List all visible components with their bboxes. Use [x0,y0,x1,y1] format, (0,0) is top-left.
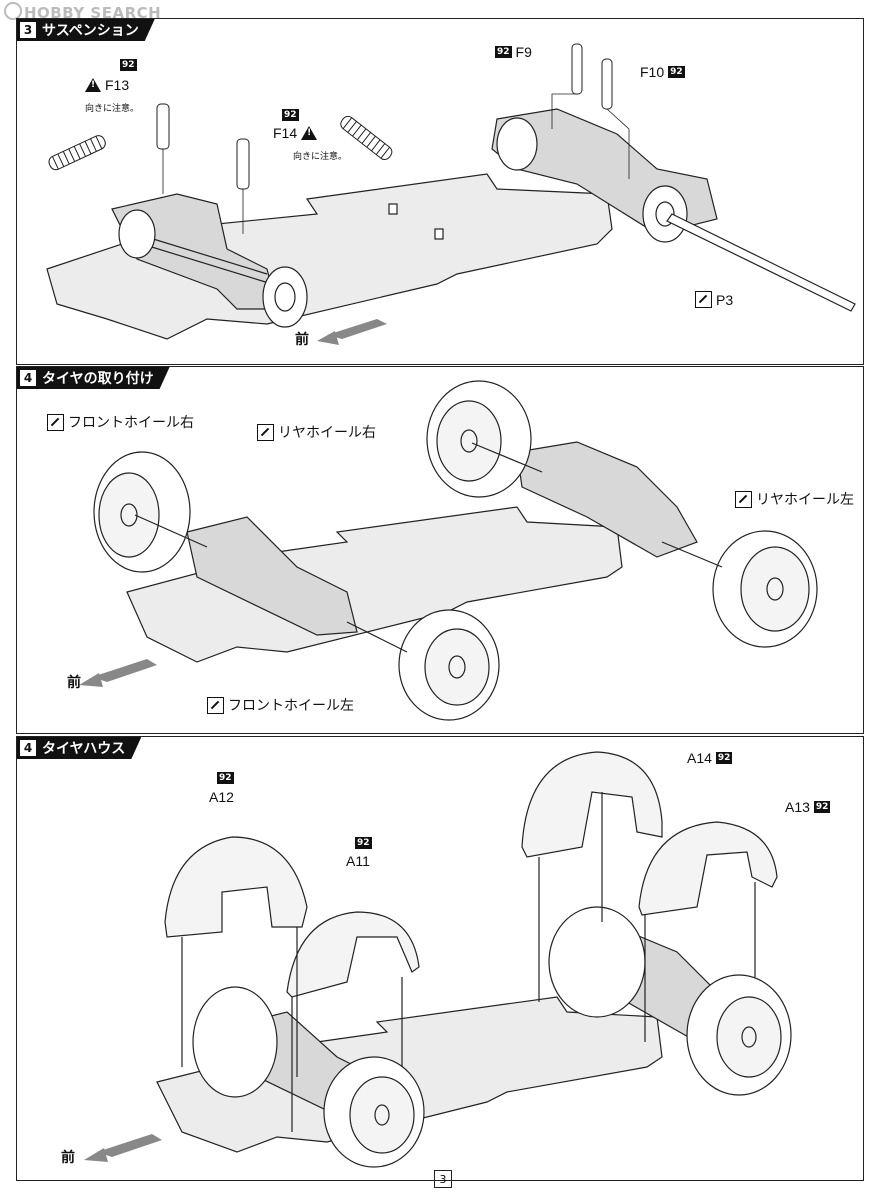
step-title: サスペンション [42,23,139,39]
front-wheel-right-text: フロントホイール右 [68,414,194,430]
tire-house-illustration [84,751,792,1168]
step-header: 4 タイヤの取り付け [17,367,170,389]
front-direction-label: 前 [61,1150,75,1166]
paint-code-badge: 92 [217,772,234,784]
part-a13-text: A13 [785,799,810,815]
paint-code-badge: 92 [355,837,372,849]
front-wheel-left-label: フロントホイール左 [207,695,354,715]
part-f14-label: F14 [273,125,318,141]
step-4-tire-house-panel: 4 タイヤハウス [16,736,864,1181]
step-number: 4 [20,740,36,756]
front-wheel-right-label: フロントホイール右 [47,412,194,432]
caution-icon [301,126,318,140]
paint-code-badge: 92 [495,46,512,58]
part-p3-text: P3 [716,291,734,308]
caution-icon [85,78,101,92]
part-f13-text: F13 [105,77,130,93]
caution-note-f14: 向きに注意。 [293,152,348,162]
wheel-part-icon [257,423,274,441]
part-f14-text: F14 [273,125,298,141]
step-header: 3 サスペンション [17,19,155,41]
hobby-search-logo-icon [4,2,22,20]
rear-wheel-right-label: リヤホイール右 [257,422,376,442]
part-p3-label: P3 [695,291,733,308]
rear-wheel-right-text: リヤホイール右 [278,424,376,440]
part-f9-text: F9 [515,44,532,60]
step-3-suspension-panel: 3 サスペンション [16,18,864,365]
paint-code-badge: 92 [813,801,831,813]
wheel-part-icon [735,490,752,508]
watermark-text: HOBBY SEARCH [24,4,162,22]
step-header: 4 タイヤハウス [17,737,141,759]
paint-code-badge: 92 [668,66,685,78]
metal-part-icon [695,291,712,308]
part-a11-label: A11 [346,853,370,869]
chassis-suspension-illustration [46,43,856,345]
part-a12-label: A12 [209,789,234,805]
front-wheel-left-text: フロントホイール左 [228,697,354,713]
front-direction-label: 前 [295,332,309,348]
badge-a11: 92 [355,837,372,849]
badge-f14: 92 [282,109,299,121]
badge-f13: 92 [120,59,137,71]
part-a12-text: A12 [209,789,234,805]
part-f13-label: F13 [85,77,129,93]
paint-code-badge: 92 [282,109,299,121]
step-title: タイヤハウス [42,741,126,757]
paint-code-badge: 92 [715,752,733,764]
step-number: 3 [20,22,36,38]
part-f10-text: F10 [640,64,665,80]
step-title: タイヤの取り付け [42,371,154,387]
watermark: HOBBY SEARCH [4,2,161,22]
paint-code-badge: 92 [120,59,137,71]
wheel-part-icon [207,696,224,714]
part-a14-text: A14 [687,750,712,766]
rear-wheel-left-label: リヤホイール左 [735,489,854,509]
step-number: 4 [20,370,36,386]
front-direction-label: 前 [67,675,81,691]
wheel-part-icon [47,413,64,431]
tire-mounting-illustration [79,380,818,721]
badge-a12: 92 [217,772,234,784]
page-number: 3 [434,1170,452,1188]
caution-note-f13: 向きに注意。 [85,104,140,114]
rear-wheel-left-text: リヤホイール左 [756,491,854,507]
part-a11-text: A11 [346,853,370,869]
